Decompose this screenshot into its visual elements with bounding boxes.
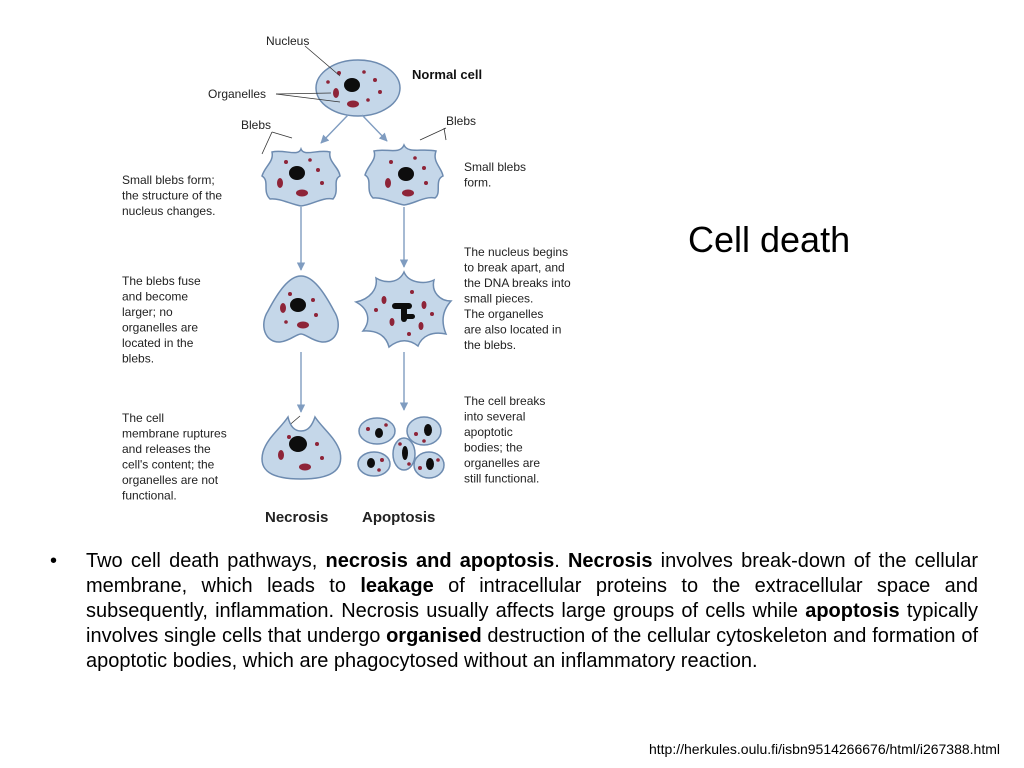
bullet-bold-segment: necrosis and apoptosis <box>325 550 555 572</box>
bullet-text-segment: of intracellular proteins to the extrace… <box>86 575 978 622</box>
bullet-text-segment: typically involves single cells that und… <box>86 600 978 647</box>
apoptosis-step-1-text: Small blebs form. <box>464 160 529 190</box>
slide-title: Cell death <box>688 219 851 260</box>
bullet-text-segment: destruction of the cellular cytoskeleton… <box>86 625 978 672</box>
necrosis-step-3-text: The cell membrane ruptures and releases … <box>122 411 230 503</box>
arrows <box>296 114 409 413</box>
bullet-bold-segment: Necrosis <box>567 550 653 572</box>
bullet-marker: • <box>50 550 58 572</box>
bullet-paragraph: Two cell death pathways, necrosis and ap… <box>86 549 978 674</box>
bullet-text-segment: Two cell death pathways, <box>86 550 326 572</box>
apoptosis-blebs-cell <box>364 143 444 206</box>
label-nucleus: Nucleus <box>266 34 309 48</box>
apoptotic-body <box>392 437 416 471</box>
bullet-point: • Two cell death pathways, necrosis and … <box>50 549 978 674</box>
apoptotic-body <box>413 451 445 479</box>
label-blebs-left: Blebs <box>241 118 271 132</box>
bullet-bold-segment: organised <box>386 625 482 647</box>
apoptosis-step-2-text: The nucleus begins to break apart, and t… <box>464 245 574 352</box>
necrosis-blebs-cell <box>261 146 341 207</box>
necrosis-ruptured-cell <box>261 415 342 480</box>
label-necrosis: Necrosis <box>265 509 328 526</box>
apoptotic-body <box>406 416 442 446</box>
normal-cell <box>315 59 401 117</box>
cell-death-diagram: Nucleus Normal cell Organelles Blebs Ble… <box>122 34 574 526</box>
nucleus <box>398 167 414 181</box>
apoptotic-body <box>358 417 396 445</box>
apoptosis-fragmenting-cell <box>353 270 453 349</box>
fragmented-nucleus <box>392 303 415 322</box>
bullet-bold-segment: leakage <box>360 575 434 597</box>
necrosis-step-1-text: Small blebs form; the structure of the n… <box>122 173 225 218</box>
necrosis-step-2-text: The blebs fuse and become larger; no org… <box>122 274 204 366</box>
bullet-text-segment: . <box>554 550 568 572</box>
nucleus <box>344 78 360 92</box>
label-organelles: Organelles <box>208 87 266 101</box>
apoptotic-body <box>357 451 391 477</box>
apoptosis-step-3-text: The cell breaks into several apoptotic b… <box>464 394 549 486</box>
label-apoptosis: Apoptosis <box>362 509 435 526</box>
label-blebs-right: Blebs <box>446 114 476 128</box>
nucleus <box>290 298 306 312</box>
necrosis-fused-blebs-cell <box>263 275 339 343</box>
bullet-bold-segment: apoptosis <box>805 600 900 622</box>
nucleus <box>289 166 305 180</box>
bullet-text-segment: involves break-down of the cellular memb… <box>86 550 978 597</box>
nucleus <box>289 436 307 452</box>
source-url: http://herkules.oulu.fi/isbn9514266676/h… <box>648 741 1000 757</box>
label-normal-cell: Normal cell <box>412 67 482 82</box>
apoptotic-bodies <box>357 416 445 479</box>
